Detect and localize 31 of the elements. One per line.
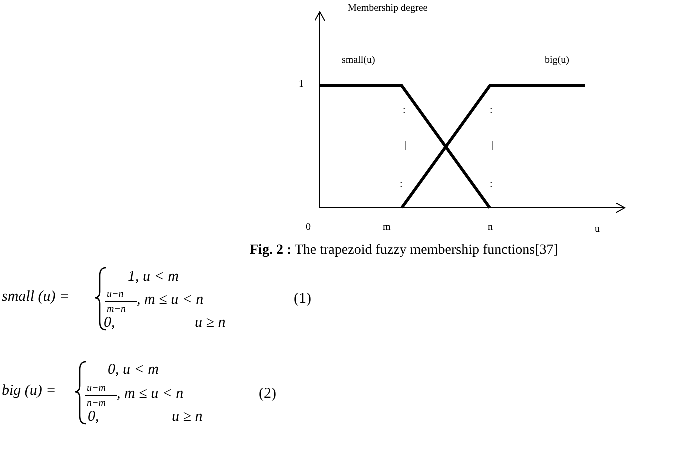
equation-number: (1) — [294, 292, 312, 307]
curve-label: small(u) — [342, 56, 376, 66]
guide-mark: : — [400, 180, 403, 190]
equation-text: , m ≤ u < n — [117, 387, 184, 402]
guide-mark: | — [405, 141, 408, 151]
fraction-numerator: u−n — [107, 290, 124, 300]
tick-label: m — [383, 223, 391, 233]
curve-label: big(u) — [545, 56, 570, 66]
fraction-denominator: m−n — [107, 305, 126, 315]
guide-mark: : — [403, 106, 406, 116]
fraction-numerator: u−m — [87, 384, 106, 394]
equation-text: , m ≤ u < n — [137, 293, 204, 308]
axis-title: Membership degree — [348, 4, 428, 14]
fraction-denominator: n−m — [87, 399, 106, 409]
equation-text: u ≥ n — [172, 410, 203, 425]
equation-number: (2) — [259, 387, 276, 402]
guide-mark: : — [490, 180, 493, 190]
equation-text: 1, u < m — [128, 270, 179, 285]
equation-text: 0, — [88, 410, 100, 425]
figure-caption: Fig. 2 : The trapezoid fuzzy membership functions[37] — [250, 243, 558, 259]
equation-text: u ≥ n — [195, 316, 226, 331]
equation-text: small (u) = — [2, 290, 70, 305]
equation-text: 0, u < m — [108, 363, 159, 378]
equation-text: 0, — [104, 316, 116, 331]
tick-label: n — [488, 223, 493, 233]
axis-label: u — [595, 225, 600, 235]
guide-mark: : — [490, 106, 493, 116]
guide-mark: | — [492, 141, 494, 151]
tick-label: 0 — [306, 223, 311, 233]
equation-text: big (u) = — [2, 384, 56, 399]
tick-label: 1 — [299, 80, 304, 90]
